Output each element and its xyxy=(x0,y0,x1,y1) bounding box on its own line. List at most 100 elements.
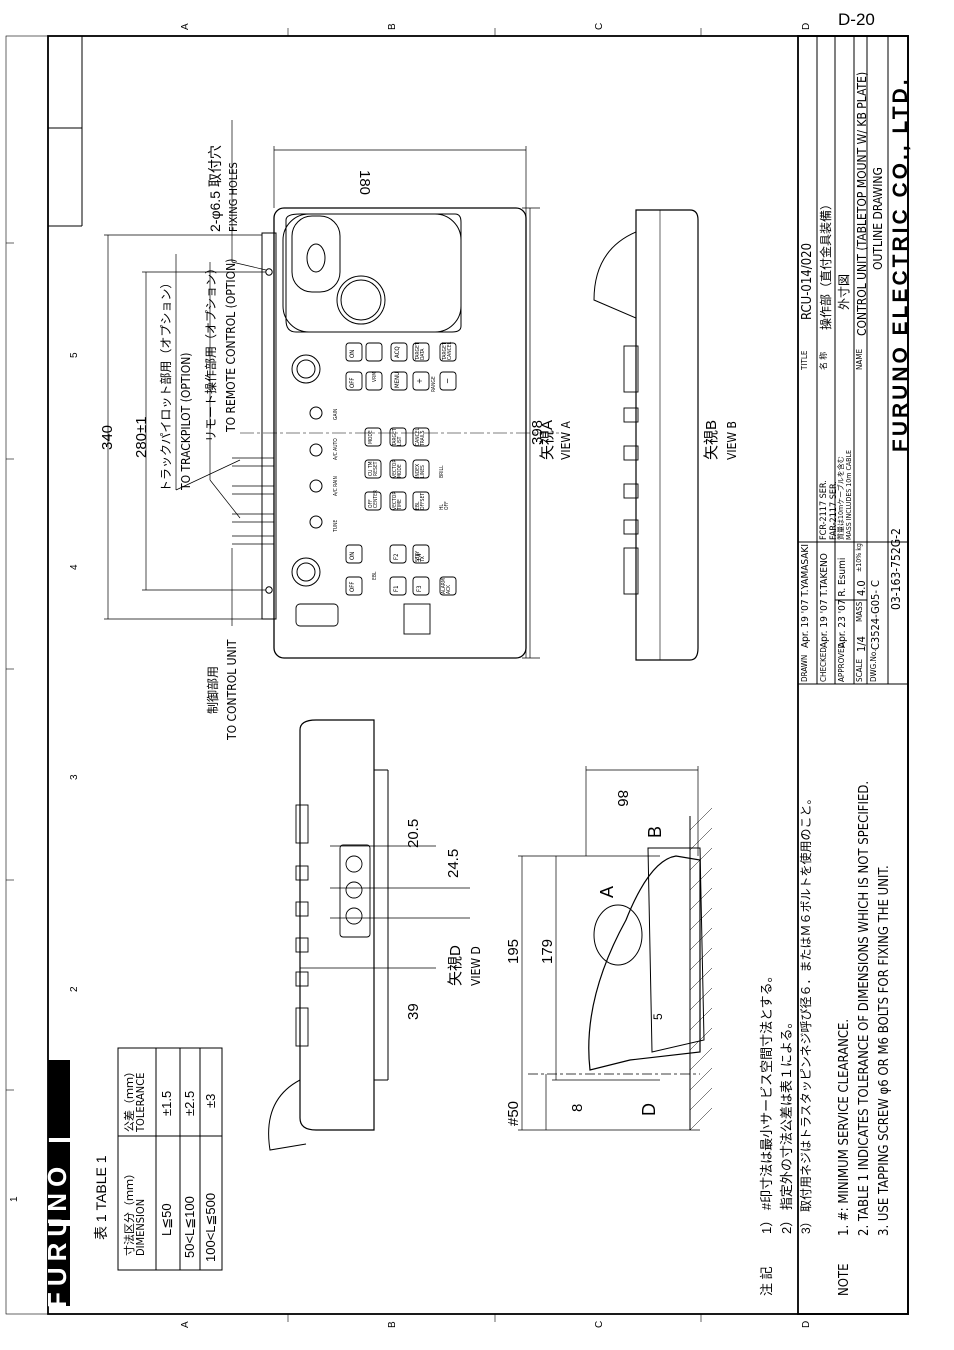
dim-195: 195 xyxy=(505,938,522,964)
dim-8: 8 xyxy=(569,1103,586,1112)
label-gain: GAIN xyxy=(333,408,339,420)
section-view-dimensions xyxy=(518,766,700,1131)
tb-mass-note-jp: 質量は10mケーブルを含む xyxy=(837,456,845,540)
view-b-outline xyxy=(593,209,699,661)
tb-ref-no: 03-163-752G-2 xyxy=(889,528,903,610)
tb-checked: Apr. 19 '07 T.TAKENO xyxy=(819,553,830,648)
key-minus: − xyxy=(443,377,452,384)
company-name: FURUNO ELECTRIC CO., LTD. xyxy=(889,76,912,452)
tb-approved-label: APPROVED xyxy=(837,642,846,682)
key-ebl-offset: EBL OFFSET xyxy=(415,492,426,510)
furuno-logo-text: FURUNO xyxy=(42,1160,72,1308)
key-menu: MENU xyxy=(394,371,401,388)
tb-mass: 4.0 xyxy=(855,580,868,596)
title-block-grid xyxy=(797,35,909,1315)
dim-5: 5 xyxy=(651,1013,665,1020)
zone-col-1: 1 xyxy=(9,1196,20,1202)
key-target-cancel: TARGET CANCEL xyxy=(442,341,453,360)
key-off-center: OFF CENTER xyxy=(368,489,379,508)
tb-title: RCU-014/020 xyxy=(800,242,815,320)
key-off-1: OFF xyxy=(349,377,356,388)
zone-row-b-bottom: B xyxy=(387,1321,398,1328)
view-a-label-jp: 矢視A xyxy=(539,419,556,460)
view-a-label: VIEW A xyxy=(559,421,573,460)
dim-50: #50 xyxy=(505,1100,522,1126)
table-1-dimension-3: 100<L≦500 xyxy=(203,1192,218,1262)
tb-scale: 1/4 xyxy=(855,636,868,652)
notes-jp-1: 1） #印寸法は最小サービス空間寸法とする。 xyxy=(759,969,774,1234)
tb-dwg-no: C3524-G05- C xyxy=(869,580,882,650)
tb-name-jp: 操作部（直付金具装備） xyxy=(819,197,833,330)
table-1-grid xyxy=(117,1047,223,1271)
key-hl-off: HL OFF xyxy=(439,501,450,510)
label-a-c-sea: A/C AUTO xyxy=(333,438,339,460)
view-b-label: VIEW B xyxy=(725,421,739,460)
tb-name-label: NAME xyxy=(855,348,864,370)
dim-180: 180 xyxy=(356,170,373,196)
callout-trackpilot-jp: トラックパイロット部用（オプション） xyxy=(159,276,173,492)
callout-control-jp: 制御部用 xyxy=(206,665,220,714)
zone-row-d-top: D xyxy=(801,22,812,30)
key-vector-mode: VECTOR MODE xyxy=(392,459,403,478)
notes-en-heading: NOTE xyxy=(837,1263,852,1296)
table-1-header-dimension: 寸法区分（ｍｍ） DIMENSION xyxy=(123,1168,147,1256)
tb-mass-note-en: MASS INCLUDES 10m CABLE xyxy=(845,450,853,540)
tb-title-label: TITLE xyxy=(800,350,809,370)
tb-dwg-label: DWG.No. xyxy=(869,649,878,682)
notes-en-1: 1. #: MINIMUM SERVICE CLEARANCE. xyxy=(837,1018,852,1236)
dim-39: 39 xyxy=(405,1003,422,1020)
table-1-tolerance-2: ±2.5 xyxy=(182,1090,197,1116)
key-target-list: TARGET LIST xyxy=(392,428,403,446)
arrow-d-label: D xyxy=(639,1103,659,1116)
zone-row-c-top: C xyxy=(594,22,605,30)
zone-col-5: 5 xyxy=(69,352,80,358)
dim-340: 340 xyxy=(99,424,116,450)
tb-drawing-type: OUTLINE DRAWING xyxy=(871,167,885,270)
key-f4: F4 xyxy=(416,553,423,560)
notes-en-2: 2. TABLE 1 INDICATES TOLERANCE OF DIMENS… xyxy=(857,780,872,1236)
key-brill: BRILL xyxy=(439,465,445,478)
tb-mass-label: MASS xyxy=(855,601,864,622)
tb-name-jp-label: 名 称 xyxy=(819,351,828,370)
key-vector-time: VECTOR TIME xyxy=(392,491,403,510)
table-1-tolerance-1: ±1.5 xyxy=(159,1090,174,1116)
notes-jp-heading: 注 記 xyxy=(759,1266,774,1296)
label-ebl: EBL xyxy=(372,571,378,580)
key-off-2: OFF xyxy=(349,581,356,592)
dim-179: 179 xyxy=(539,938,556,964)
notes-en-3: 3. USE TAPPING SCREW φ6 OR M6 BOLTS FOR … xyxy=(877,865,892,1236)
page-number: D-20 xyxy=(838,10,875,29)
view-d-dimensions xyxy=(300,845,470,969)
dim-86: 86 xyxy=(614,790,631,807)
key-acq: ACQ xyxy=(394,346,401,358)
table-1-header-tolerance: 公差（ｍｍ） TOLERANCE xyxy=(123,1066,147,1132)
zone-col-4: 4 xyxy=(69,564,80,570)
tb-mass-unit: ±10% kg xyxy=(855,543,863,572)
zone-row-b-top: B xyxy=(387,23,398,30)
dim-280: 280±1 xyxy=(133,416,150,458)
key-f3: F3 xyxy=(416,585,423,592)
key-cu-tm-reset: CU TM RESET xyxy=(368,461,379,477)
tb-type-jp: 外寸図 xyxy=(837,273,851,310)
tb-drawn-label: DRAWN xyxy=(800,654,809,682)
view-d-label: VIEW D xyxy=(469,946,483,986)
dim-fixing-holes-jp: 2-φ6.5 取付穴 xyxy=(207,145,223,232)
table-1-title: 表 1 TABLE 1 xyxy=(93,1155,109,1240)
furuno-logo xyxy=(48,1060,70,1306)
callout-control-en: TO CONTROL UNIT xyxy=(225,639,239,740)
callout-remote-en: TO REMOTE CONTROL (OPTION) xyxy=(224,258,238,432)
view-d-outline xyxy=(268,719,389,1151)
table-1-dimension-1: L≦50 xyxy=(159,1203,174,1236)
key-f1: F1 xyxy=(393,585,400,592)
zone-col-2: 2 xyxy=(69,986,80,992)
callout-trackpilot-en: TO TRACKPILOT (OPTION) xyxy=(179,352,193,490)
section-view-outline xyxy=(588,807,713,1131)
dim-20-5: 20.5 xyxy=(405,818,422,848)
key-plus: + xyxy=(415,377,424,384)
key-cancel-trails: CANCEL TRAILS xyxy=(415,427,426,446)
zone-row-c-bottom: C xyxy=(594,1320,605,1328)
zone-row-d-bottom: D xyxy=(801,1320,812,1328)
tb-drawn: Apr. 19 '07 T.YAMASAKI xyxy=(800,544,811,648)
table-1-dimension-2: 50<L≦100 xyxy=(182,1196,197,1258)
